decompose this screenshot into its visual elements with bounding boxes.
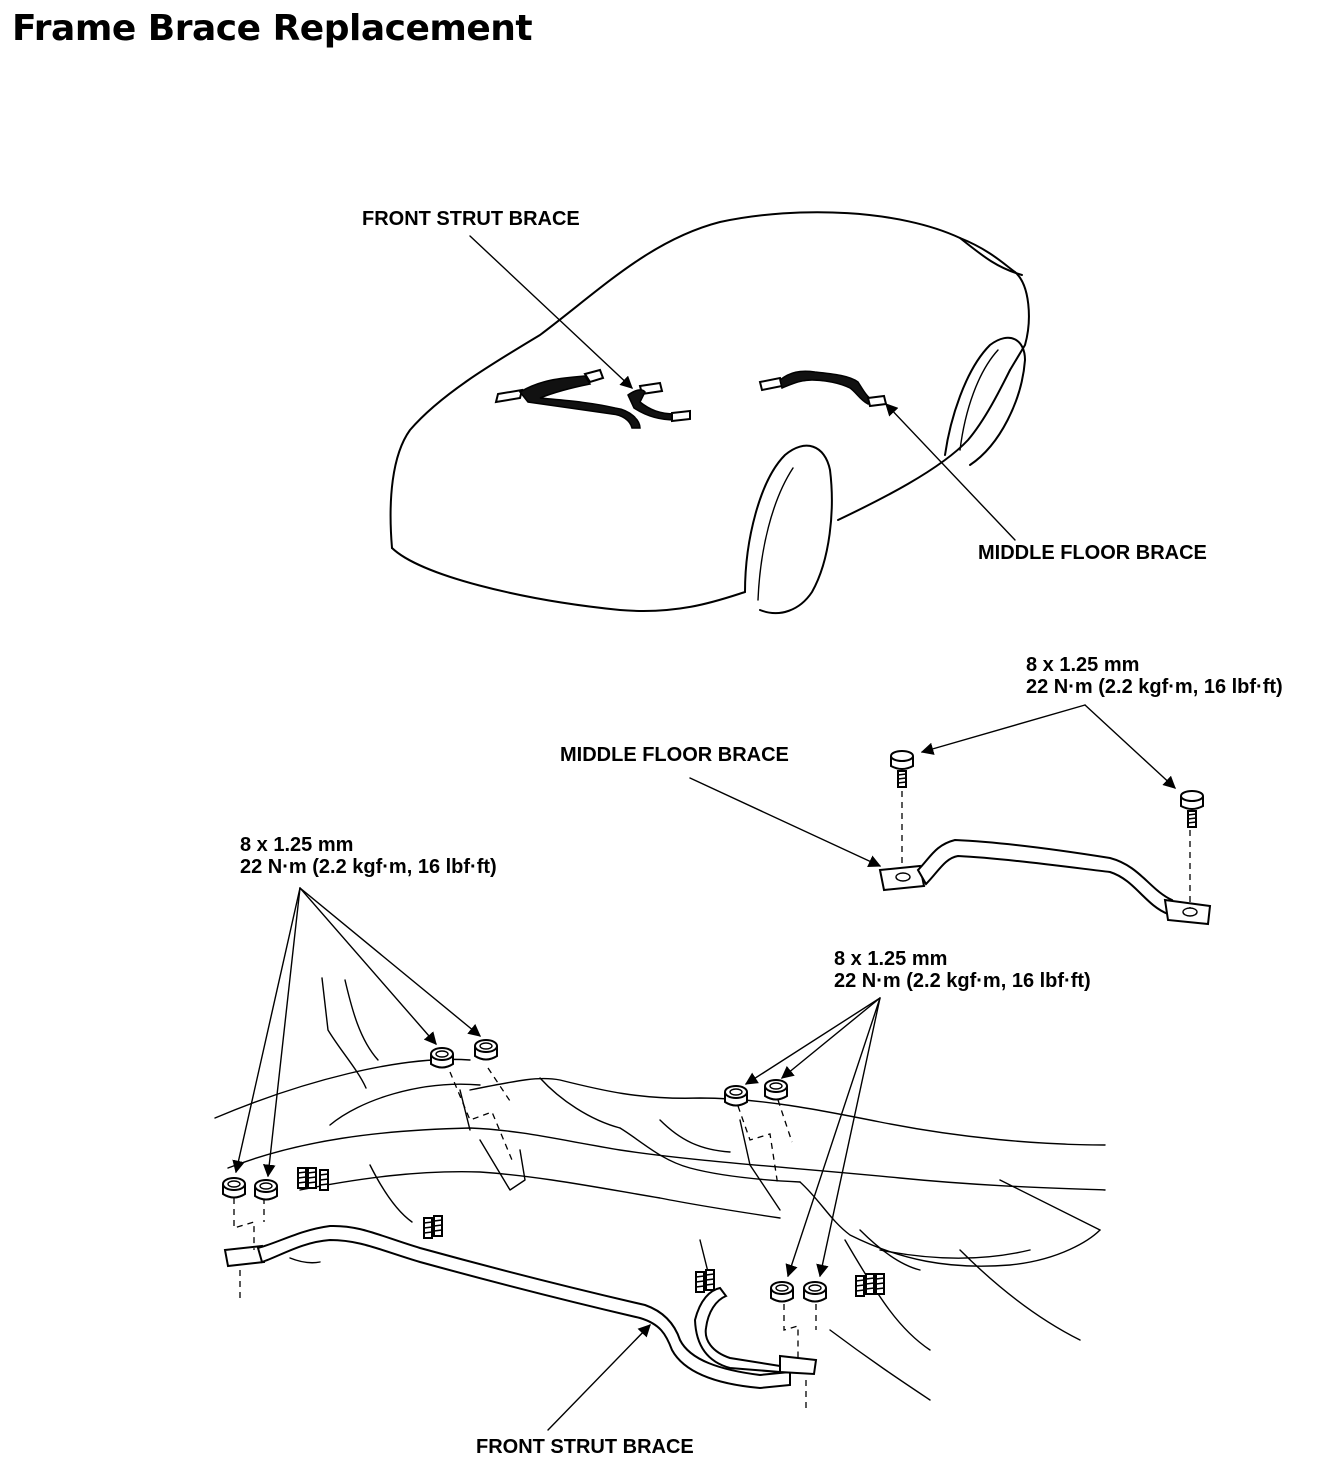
torque-spec-front-right: 8 x 1.25 mm 22 N·m (2.2 kgf·m, 16 lbf·ft… (834, 948, 1091, 992)
front-strut-brace-on-car (494, 368, 691, 429)
bolt-size: 8 x 1.25 mm (240, 834, 354, 856)
torque-spec-front-left: 8 x 1.25 mm 22 N·m (2.2 kgf·m, 16 lbf·ft… (240, 834, 497, 878)
middle-floor-brace-label: MIDDLE FLOOR BRACE (560, 744, 789, 766)
middle-floor-brace-exploded (878, 750, 1212, 926)
page-title: Frame Brace Replacement (12, 8, 533, 49)
front-strut-brace-label-bottom: FRONT STRUT BRACE (476, 1436, 694, 1458)
torque-value: 22 N·m (2.2 kgf·m, 16 lbf·ft) (240, 856, 497, 878)
middle-floor-brace-on-car (758, 370, 888, 408)
bolt-size: 8 x 1.25 mm (1026, 654, 1140, 676)
middle-floor-brace-label-top: MIDDLE FLOOR BRACE (978, 542, 1207, 564)
bolt-size: 8 x 1.25 mm (834, 948, 948, 970)
torque-value: 22 N·m (2.2 kgf·m, 16 lbf·ft) (834, 970, 1091, 992)
front-strut-brace-label-top: FRONT STRUT BRACE (362, 208, 580, 230)
torque-spec-middle-floor: 8 x 1.25 mm 22 N·m (2.2 kgf·m, 16 lbf·ft… (1026, 654, 1283, 698)
underbody-frame (214, 977, 1106, 1401)
torque-value: 22 N·m (2.2 kgf·m, 16 lbf·ft) (1026, 676, 1283, 698)
front-strut-brace-exploded (223, 1224, 818, 1390)
car-body-outline (389, 211, 1030, 615)
